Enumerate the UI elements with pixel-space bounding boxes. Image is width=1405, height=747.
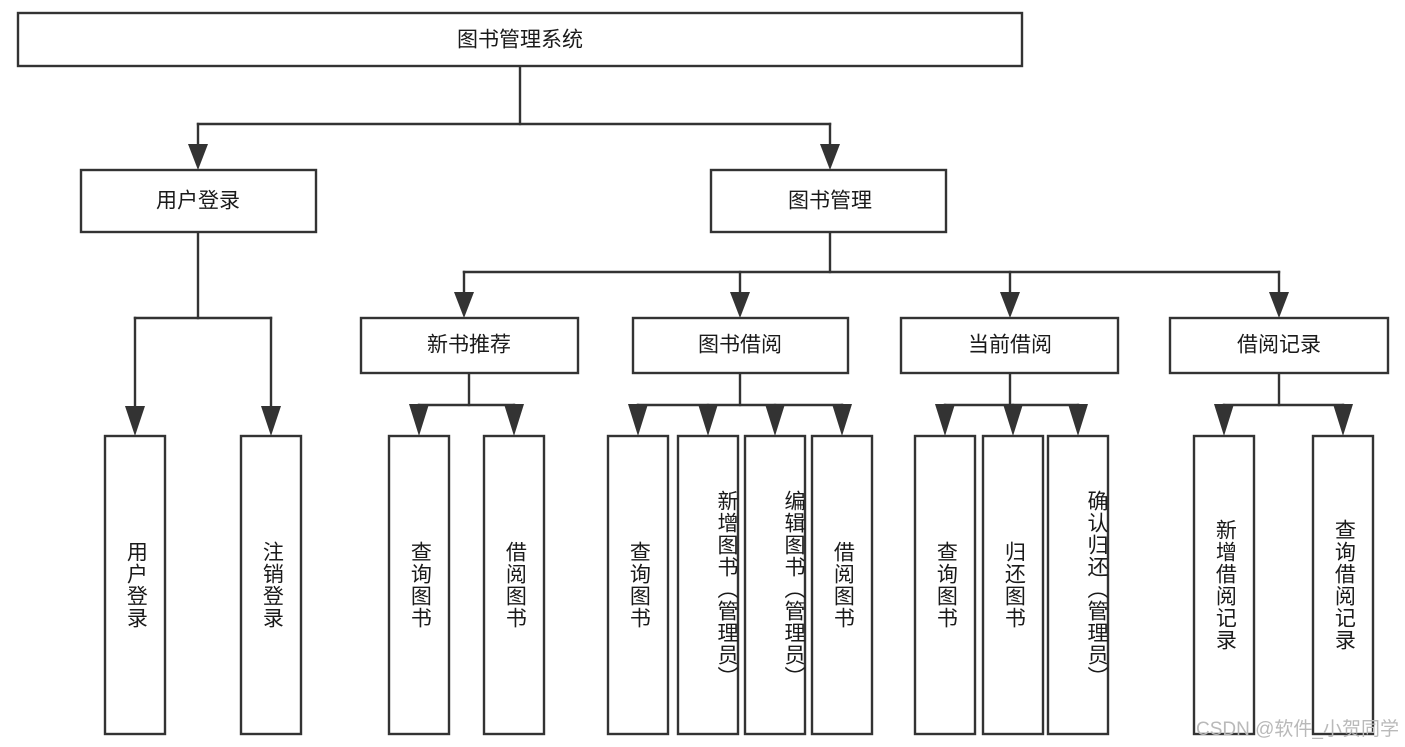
arrowheads-group [125, 144, 1353, 436]
node-root-box[interactable] [16, 11, 1024, 68]
node-current-borrow-label: 当前借阅 [968, 334, 1052, 357]
leaf-borrow-edit-label: 编辑图书（管理员） [782, 490, 805, 688]
leaf-record-add-box[interactable] [1192, 434, 1256, 736]
node-book-management-box[interactable] [709, 168, 948, 234]
leaf-borrow-add-label: 新增图书（管理员） [715, 490, 738, 688]
arrow-borrow-leaf3 [765, 404, 785, 436]
leaf-logout-box[interactable] [239, 434, 303, 736]
leaf-current-confirm-box[interactable] [1046, 434, 1110, 736]
node-book-management-label: 图书管理 [788, 190, 872, 213]
leaf-current-return-box[interactable] [981, 434, 1045, 736]
leaf-borrow-lend-box[interactable] [810, 434, 874, 736]
node-new-book-recommend-box[interactable] [359, 316, 580, 375]
leaf-record-query-box[interactable] [1311, 434, 1375, 736]
node-user-login-box[interactable] [79, 168, 318, 234]
leaf-newbook-query-label: 查询图书 [408, 541, 432, 629]
node-user-login-label: 用户登录 [156, 190, 240, 213]
arrow-current-leaf3 [1068, 404, 1088, 436]
arrow-record-leaf1 [1214, 404, 1234, 436]
leaf-newbook-borrow-box[interactable] [482, 434, 546, 736]
node-root-label: 图书管理系统 [457, 29, 583, 52]
arrow-borrow-leaf2 [698, 404, 718, 436]
node-new-book-recommend-label: 新书推荐 [427, 334, 511, 357]
nodes-group: 图书管理系统 用户登录 图书管理 新书推荐 图书借阅 当前借阅 借阅记录 [16, 11, 1390, 736]
leaf-borrow-query-label: 查询图书 [627, 541, 651, 629]
node-book-borrow-box[interactable] [631, 316, 850, 375]
arrow-newbook-leaf2 [504, 404, 524, 436]
arrow-to-book-borrow [730, 292, 750, 318]
leaf-user-login-box[interactable] [103, 434, 167, 736]
arrow-borrow-leaf4 [832, 404, 852, 436]
node-borrow-record-box[interactable] [1168, 316, 1390, 375]
arrow-record-leaf2 [1333, 404, 1353, 436]
node-book-borrow-label: 图书借阅 [698, 334, 782, 357]
arrow-to-user-login [188, 144, 208, 170]
leaf-current-return-label: 归还图书 [1002, 541, 1026, 629]
leaf-record-query-label: 查询借阅记录 [1332, 519, 1356, 651]
arrow-current-leaf2 [1003, 404, 1023, 436]
leaf-logout-label: 注销登录 [260, 541, 284, 629]
leaf-borrow-edit-box[interactable] [743, 434, 807, 736]
arrow-borrow-leaf1 [628, 404, 648, 436]
arrow-newbook-leaf1 [409, 404, 429, 436]
leaf-user-login-label: 用户登录 [124, 541, 148, 629]
leaf-newbook-query-box[interactable] [387, 434, 451, 736]
leaf-borrow-add-box[interactable] [676, 434, 740, 736]
arrow-to-leaf-user-login [125, 406, 145, 436]
leaf-current-query-box[interactable] [913, 434, 977, 736]
arrow-current-leaf1 [935, 404, 955, 436]
leaf-current-query-label: 查询图书 [934, 541, 958, 629]
csdn-watermark: CSDN @软件_小贺同学 [1196, 719, 1399, 740]
leaf-borrow-lend-label: 借阅图书 [831, 541, 855, 629]
arrow-to-borrow-record [1269, 292, 1289, 318]
arrow-to-new-book-recommend [454, 292, 474, 318]
node-borrow-record-label: 借阅记录 [1237, 334, 1321, 357]
arrow-to-current-borrow [1000, 292, 1020, 318]
leaf-current-confirm-label: 确认归还（管理员） [1085, 490, 1108, 688]
leaf-newbook-borrow-label: 借阅图书 [503, 541, 527, 629]
leaf-record-add-label: 新增借阅记录 [1213, 519, 1237, 651]
arrow-to-book-mgmt [820, 144, 840, 170]
leaf-borrow-query-box[interactable] [606, 434, 670, 736]
arrow-to-leaf-logout [261, 406, 281, 436]
node-current-borrow-box[interactable] [899, 316, 1120, 375]
